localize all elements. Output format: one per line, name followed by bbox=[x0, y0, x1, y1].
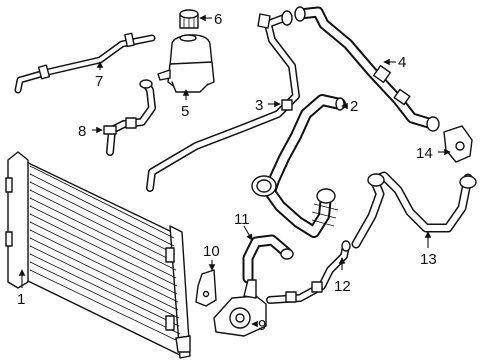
callout-2: 2 bbox=[341, 98, 358, 115]
callout-14: 14 bbox=[416, 145, 451, 162]
expansion-tank bbox=[157, 34, 215, 93]
bypass-hose bbox=[242, 234, 294, 284]
upper-hose bbox=[294, 6, 440, 132]
pump-hose bbox=[266, 240, 351, 304]
callout-number: 7 bbox=[95, 73, 103, 90]
callout-number: 9 bbox=[258, 317, 266, 334]
callout-6: 6 bbox=[199, 11, 222, 28]
callout-number: 8 bbox=[78, 123, 86, 140]
callout-3: 3 bbox=[255, 97, 281, 114]
callout-10: 10 bbox=[203, 243, 220, 271]
lower-hose bbox=[251, 94, 346, 238]
hose-clip bbox=[443, 125, 473, 163]
radiator bbox=[5, 151, 191, 359]
radiator-inlet-hose bbox=[146, 10, 300, 192]
mounting-bracket bbox=[195, 269, 217, 307]
callout-number: 13 bbox=[420, 251, 437, 268]
callout-number: 5 bbox=[181, 103, 189, 120]
callout-number: 14 bbox=[416, 145, 433, 162]
callout-8: 8 bbox=[78, 123, 103, 140]
tank-outlet-hose bbox=[103, 79, 156, 156]
radiator-fins bbox=[29, 165, 181, 343]
callout-labels: 1 2 3 4 5 6 7 8 bbox=[17, 11, 451, 334]
callout-11: 11 bbox=[234, 211, 253, 241]
heater-hose bbox=[351, 171, 477, 249]
callout-13: 13 bbox=[420, 231, 437, 268]
callout-number: 6 bbox=[214, 11, 222, 28]
callout-7: 7 bbox=[95, 61, 103, 90]
callout-number: 1 bbox=[17, 291, 25, 308]
callout-number: 12 bbox=[334, 278, 351, 295]
callout-number: 3 bbox=[255, 97, 263, 114]
overflow-hose bbox=[14, 32, 156, 94]
callout-9: 9 bbox=[251, 317, 266, 334]
reservoir-cap bbox=[179, 9, 199, 29]
callout-number: 11 bbox=[234, 211, 250, 228]
callout-number: 10 bbox=[203, 243, 220, 260]
callout-number: 4 bbox=[398, 54, 406, 71]
callout-5: 5 bbox=[181, 89, 189, 120]
callout-12: 12 bbox=[334, 257, 351, 295]
callout-1: 1 bbox=[17, 269, 25, 308]
callout-4: 4 bbox=[383, 54, 406, 71]
callout-number: 2 bbox=[350, 98, 358, 115]
